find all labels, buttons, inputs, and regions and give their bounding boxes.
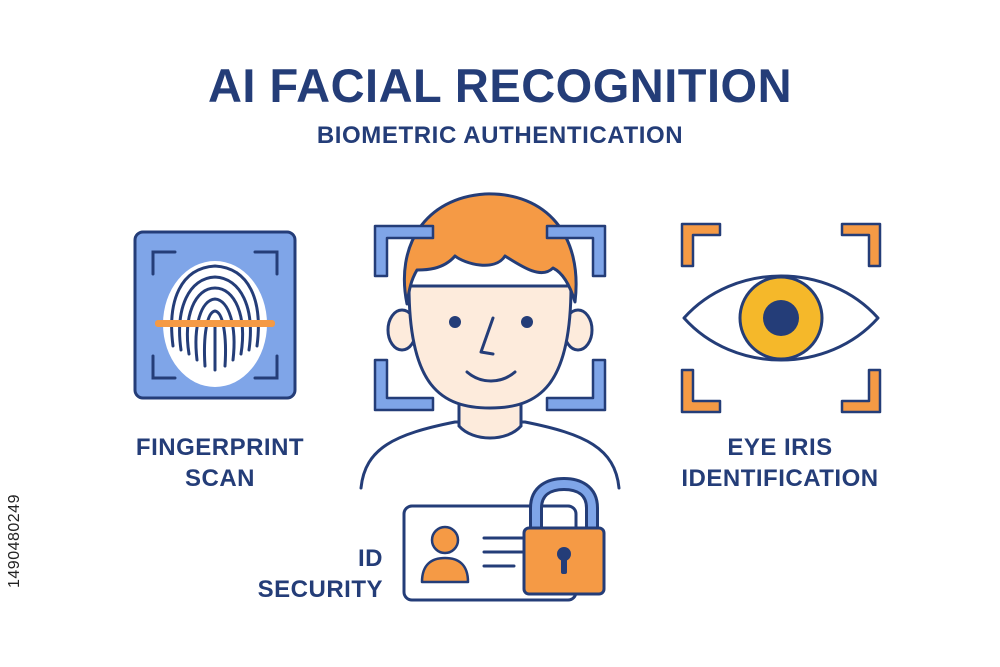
stock-id-watermark: 1490480249 — [6, 494, 23, 588]
id-security-label: ID SECURITY — [200, 543, 383, 605]
page-title: AI FACIAL RECOGNITION — [207, 59, 793, 112]
fingerprint-scan-label: FINGERPRINT SCAN — [110, 432, 330, 494]
eye-label-line2: IDENTIFICATION — [681, 465, 879, 492]
id-label-line1: ID — [358, 545, 383, 572]
face-scan-icon — [359, 192, 621, 490]
id-label-line2: SECURITY — [257, 576, 383, 603]
page-subtitle: BIOMETRIC AUTHENTICATION — [316, 122, 684, 149]
eye-iris-label: EYE IRIS IDENTIFICATION — [650, 432, 910, 494]
eye-label-line1: EYE IRIS — [727, 434, 833, 461]
id-card-lock-icon — [402, 476, 606, 602]
fingerprint-label-line1: FINGERPRINT — [135, 434, 305, 461]
fingerprint-label-line2: SCAN — [184, 465, 255, 492]
eye-iris-icon — [680, 222, 882, 414]
fingerprint-scan-icon — [133, 230, 297, 400]
